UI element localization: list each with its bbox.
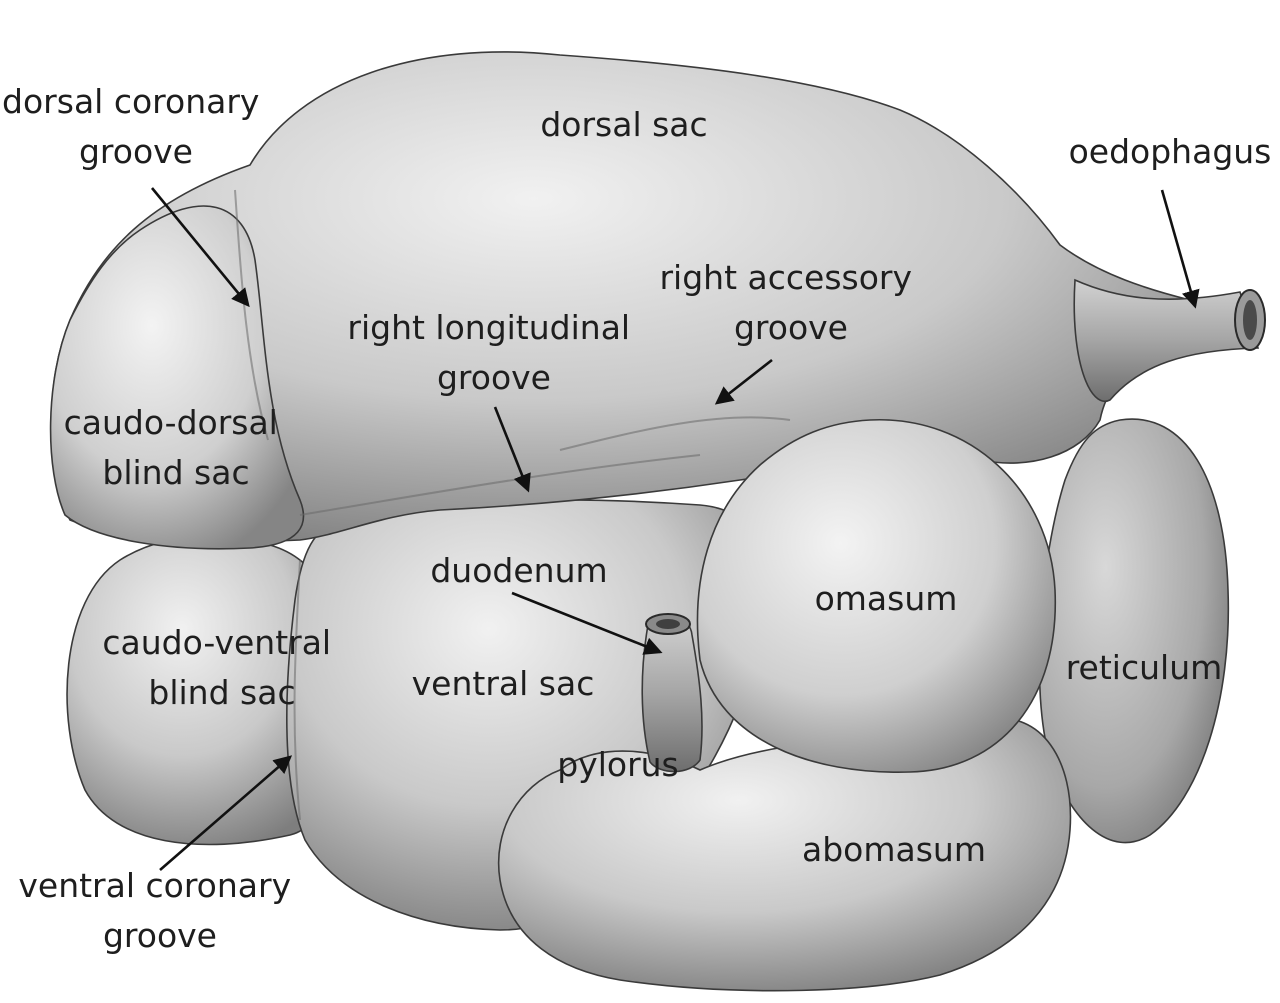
right-accessory-groove-label: right accessory groove <box>659 258 922 347</box>
abomasum-shape <box>497 717 1072 992</box>
omasum-shape <box>696 419 1057 773</box>
right-longitudinal-groove-label: right longitudinal groove <box>347 308 640 397</box>
oesophagus-shape <box>1073 278 1260 403</box>
dorsal-coronary-groove-label: dorsal coronary groove <box>2 82 270 171</box>
stomach-illustration <box>49 51 1266 992</box>
abomasum-label: abomasum <box>802 830 986 869</box>
right-longitudinal-groove-line <box>299 454 701 516</box>
right-accessory-groove-line <box>559 416 791 451</box>
ventral-coronary-groove-label: ventral coronary groove <box>18 866 301 955</box>
ventral-coronary-groove-line <box>293 559 301 821</box>
caudo-ventral-blind-sac-label: caudo-ventral blind sac <box>102 623 341 712</box>
omasum-label: omasum <box>815 579 958 618</box>
reticulum-shape <box>1038 418 1230 844</box>
duodenum-arrow <box>511 591 663 655</box>
labels: dorsal coronary groove dorsal sac oedoph… <box>2 82 1271 955</box>
oesophagus-label: oedophagus <box>1069 132 1272 171</box>
reticulum-label: reticulum <box>1066 648 1223 687</box>
dorsal-sac-label: dorsal sac <box>540 105 707 144</box>
ventral-coronary-groove-arrow <box>159 755 293 871</box>
pylorus-label: pylorus <box>557 745 679 784</box>
leader-arrows <box>150 187 1200 871</box>
dorsal-coronary-groove-line <box>234 189 269 441</box>
duodenum-label: duodenum <box>430 551 607 590</box>
right-longitudinal-groove-arrow <box>493 406 531 493</box>
caudo-dorsal-blind-sac-label: caudo-dorsal blind sac <box>64 403 289 492</box>
ventral-sac-label: ventral sac <box>412 664 595 703</box>
dorsal-coronary-groove-arrow <box>150 187 250 308</box>
oesophagus-arrow <box>1160 189 1200 309</box>
right-accessory-groove-arrow <box>714 358 773 405</box>
